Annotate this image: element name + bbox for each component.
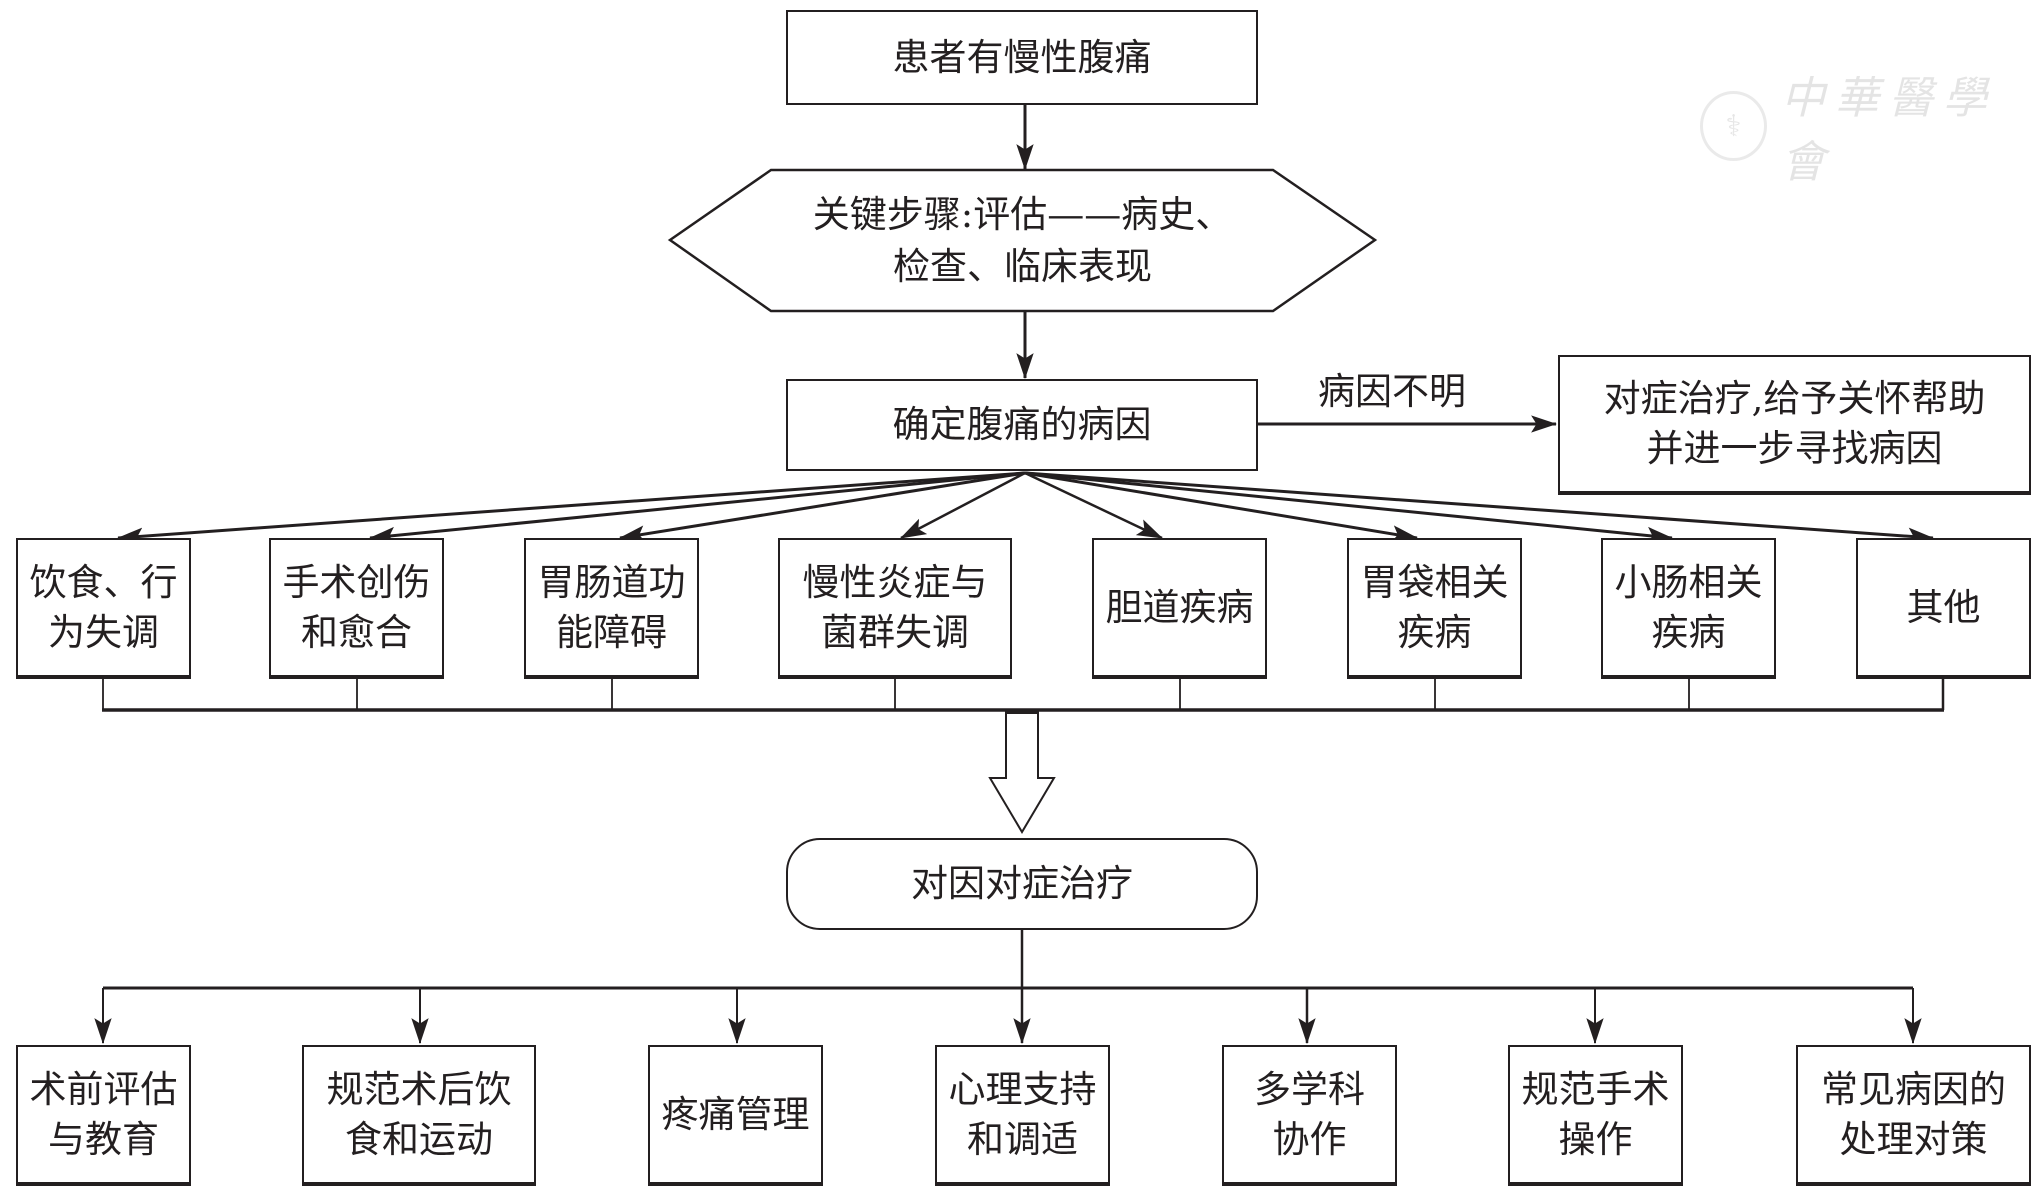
arrow-to-cause-3	[618, 471, 1026, 543]
cause-node-diet-behavior: 饮食、行 为失调	[16, 538, 191, 679]
cause-fan-arrows	[116, 471, 1935, 545]
arrow-to-cause-1	[116, 471, 1026, 545]
start-node: 患者有慢性腹痛	[786, 10, 1258, 105]
cause-node-other: 其他	[1856, 538, 2031, 679]
arrow-to-cause-8	[1024, 471, 1935, 545]
measure-node-pain-management: 疼痛管理	[648, 1045, 823, 1186]
cause-node-biliary-disease: 胆道疾病	[1092, 538, 1267, 679]
treatment-node: 对因对症治疗	[786, 838, 1258, 930]
arrow-to-cause-4	[900, 471, 1026, 540]
cause-node-inflammation-dysbiosis: 慢性炎症与 菌群失调	[778, 538, 1012, 679]
cause-node-surgical-trauma: 手术创伤 和愈合	[269, 538, 444, 679]
measure-node-psychological-support: 心理支持 和调适	[935, 1045, 1110, 1186]
cause-node-gi-dysfunction: 胃肠道功 能障碍	[524, 538, 699, 679]
cause-node-small-intestine: 小肠相关 疾病	[1601, 538, 1776, 679]
symptomatic-care-node: 对症治疗,给予关怀帮助 并进一步寻找病因	[1558, 355, 2031, 495]
measure-node-preop-education: 术前评估 与教育	[16, 1045, 191, 1186]
cause-collector-bus	[102, 679, 1945, 712]
determine-cause-node: 确定腹痛的病因	[786, 379, 1258, 471]
measure-node-postop-diet-exercise: 规范术后饮 食和运动	[302, 1045, 536, 1186]
measure-distribution-bus	[94, 930, 1922, 1045]
hollow-down-arrow	[988, 711, 1056, 834]
measure-node-multidisciplinary: 多学科 协作	[1222, 1045, 1397, 1186]
watermark: ⚕ 中華醫學會	[1700, 62, 2038, 190]
watermark-text: 中華醫學會	[1780, 73, 1997, 188]
unknown-cause-label: 病因不明	[1318, 370, 1466, 413]
assessment-node-text: 关键步骤:评估——病史、 检查、临床表现	[812, 192, 1233, 288]
cause-node-gastric-pouch: 胃袋相关 疾病	[1347, 538, 1522, 679]
assessment-hexagon-shape	[667, 168, 1378, 313]
arrow-to-cause-5	[1024, 471, 1163, 540]
chinese-medical-association-logo-icon: ⚕	[1700, 91, 1767, 161]
arrow-to-cause-7	[1024, 471, 1674, 545]
measure-node-standard-surgery: 规范手术 操作	[1508, 1045, 1683, 1186]
measure-node-common-cause-strategies: 常见病因的 处理对策	[1796, 1045, 2031, 1186]
arrow-to-cause-2	[368, 471, 1026, 545]
arrow-to-cause-6	[1024, 471, 1419, 543]
